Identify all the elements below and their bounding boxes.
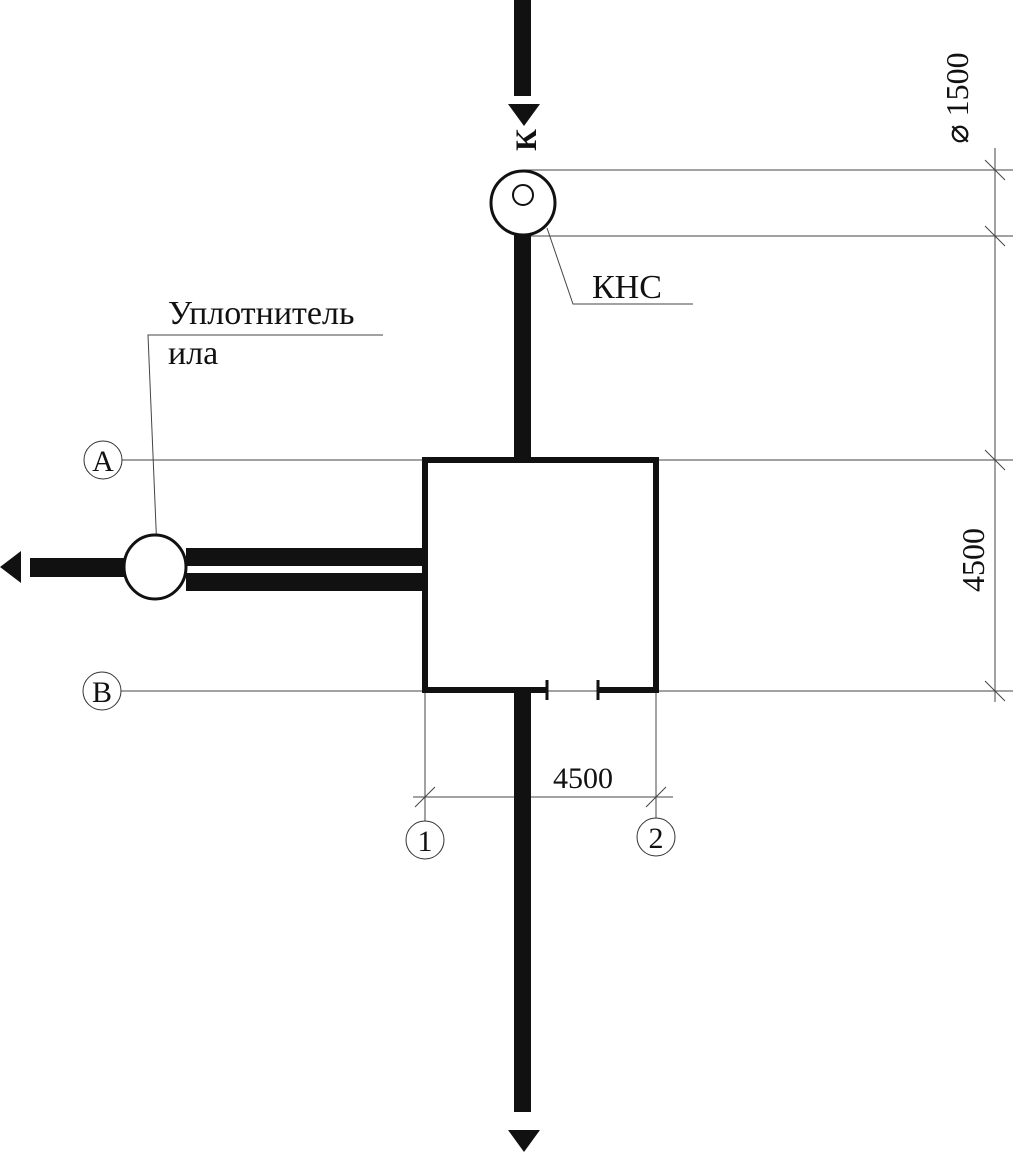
sludge-outlet-arrow-icon [0, 551, 21, 583]
inlet-pipe [514, 0, 531, 96]
dimension-tick-1 [414, 786, 436, 808]
diameter-label: ⌀ 1500 [939, 52, 975, 143]
outlet-pipe [514, 690, 531, 1112]
kns-leader-line [546, 227, 693, 305]
thickener-label-line2: ила [168, 335, 218, 372]
axis-bubble-1 [405, 820, 445, 860]
building-outline [422, 457, 659, 693]
flow-marker-label: К [510, 129, 543, 151]
kns-pump-icon [512, 184, 534, 206]
axis-bubble-b [82, 671, 122, 711]
inlet-arrow-icon [508, 104, 540, 126]
thickener-leader-line [147, 334, 383, 576]
axis-label-a: A [92, 445, 114, 478]
sludge-pipe-lower [186, 573, 424, 591]
thickener-label-line1: Уплотнитель [168, 295, 354, 332]
dimension-label-vertical: 4500 [955, 528, 991, 592]
dimension-label-horizontal: 4500 [553, 762, 613, 795]
axis-label-1: 1 [418, 825, 433, 858]
axis-bubble-2 [636, 817, 676, 857]
axis-label-2: 2 [649, 822, 664, 855]
outlet-arrow-icon [508, 1130, 540, 1152]
dimension-tick-2 [645, 786, 667, 808]
sludge-thickener-icon [122, 533, 188, 601]
pump-station-label: КНС [592, 269, 662, 306]
sludge-pipe-upper [186, 548, 424, 566]
sludge-outlet-pipe [30, 558, 125, 577]
axis-bubble-a [83, 440, 123, 480]
axis-label-b: B [92, 676, 112, 709]
dimension-ticks-vertical [984, 159, 1006, 702]
pipe-kns-to-building [514, 234, 531, 460]
